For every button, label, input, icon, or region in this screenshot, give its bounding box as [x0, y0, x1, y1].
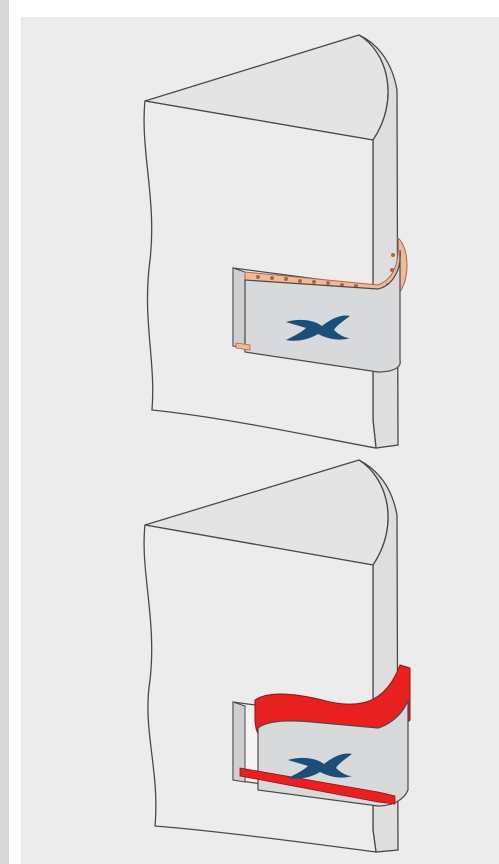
top-opening-inner-wall: [233, 268, 245, 348]
bottom-block-front-face: [144, 525, 376, 852]
top-wall-block: [144, 35, 398, 448]
